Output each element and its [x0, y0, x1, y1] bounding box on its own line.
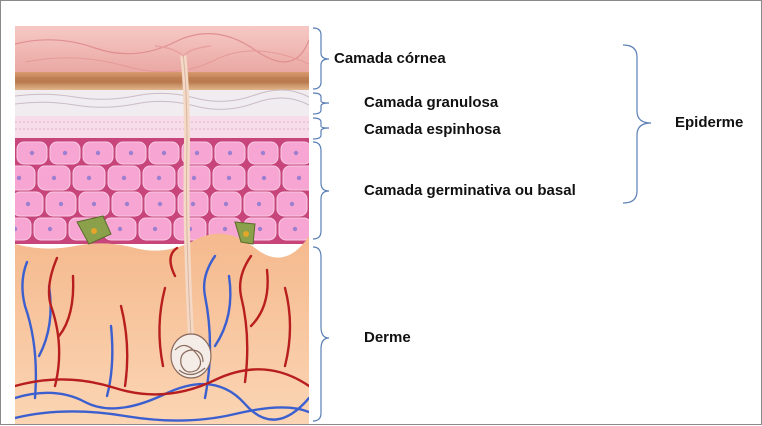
label-camada-espinhosa: Camada espinhosa	[364, 121, 501, 139]
cell-nucleus	[293, 227, 297, 231]
cell-nucleus	[258, 227, 262, 231]
cell-nucleus	[294, 151, 298, 155]
cell-nucleus	[290, 202, 294, 206]
label-camada-germinativa: Camada germinativa ou basal	[364, 182, 576, 200]
brace-epiderme	[623, 45, 651, 203]
skin-cross-section-illustration	[15, 26, 309, 424]
cell-nucleus	[228, 151, 232, 155]
brace-derme	[313, 247, 329, 421]
label-camada-granulosa: Camada granulosa	[364, 94, 498, 112]
cell-nucleus	[122, 176, 126, 180]
cell-nucleus	[63, 151, 67, 155]
cornea-layer	[15, 26, 309, 72]
cell-nucleus	[153, 227, 157, 231]
cell-nucleus	[162, 151, 166, 155]
cell-nucleus	[195, 151, 199, 155]
epidermal-cell	[15, 218, 31, 240]
brace-espinhosa	[313, 118, 329, 139]
cell-nucleus	[297, 176, 301, 180]
cell-nucleus	[158, 202, 162, 206]
cell-nucleus	[262, 176, 266, 180]
cell-nucleus	[125, 202, 129, 206]
cell-nucleus	[48, 227, 52, 231]
cell-nucleus	[96, 151, 100, 155]
cell-nucleus	[261, 151, 265, 155]
brace-cornea	[313, 28, 329, 89]
cell-nucleus	[17, 176, 21, 180]
cell-nucleus	[227, 176, 231, 180]
brace-germinativa	[313, 142, 329, 239]
keratin-band	[15, 72, 309, 90]
label-derme: Derme	[364, 329, 411, 347]
cell-nucleus	[118, 227, 122, 231]
cell-nucleus	[157, 176, 161, 180]
cell-nucleus	[192, 176, 196, 180]
cell-nucleus	[223, 227, 227, 231]
cell-nucleus	[30, 151, 34, 155]
brace-granulosa	[313, 93, 329, 114]
cell-nucleus	[59, 202, 63, 206]
label-epiderme: Epiderme	[675, 114, 743, 132]
espinhosa-layer	[15, 116, 309, 138]
cell-nucleus	[191, 202, 195, 206]
sweat-gland	[171, 334, 211, 378]
cell-nucleus	[224, 202, 228, 206]
cell-nucleus	[26, 202, 30, 206]
cell-nucleus	[52, 176, 56, 180]
epidermal-cell	[283, 166, 309, 190]
cell-nucleus	[87, 176, 91, 180]
cell-nucleus	[257, 202, 261, 206]
label-camada-cornea: Camada córnea	[334, 50, 446, 68]
cell-nucleus	[92, 202, 96, 206]
cell-nucleus	[129, 151, 133, 155]
